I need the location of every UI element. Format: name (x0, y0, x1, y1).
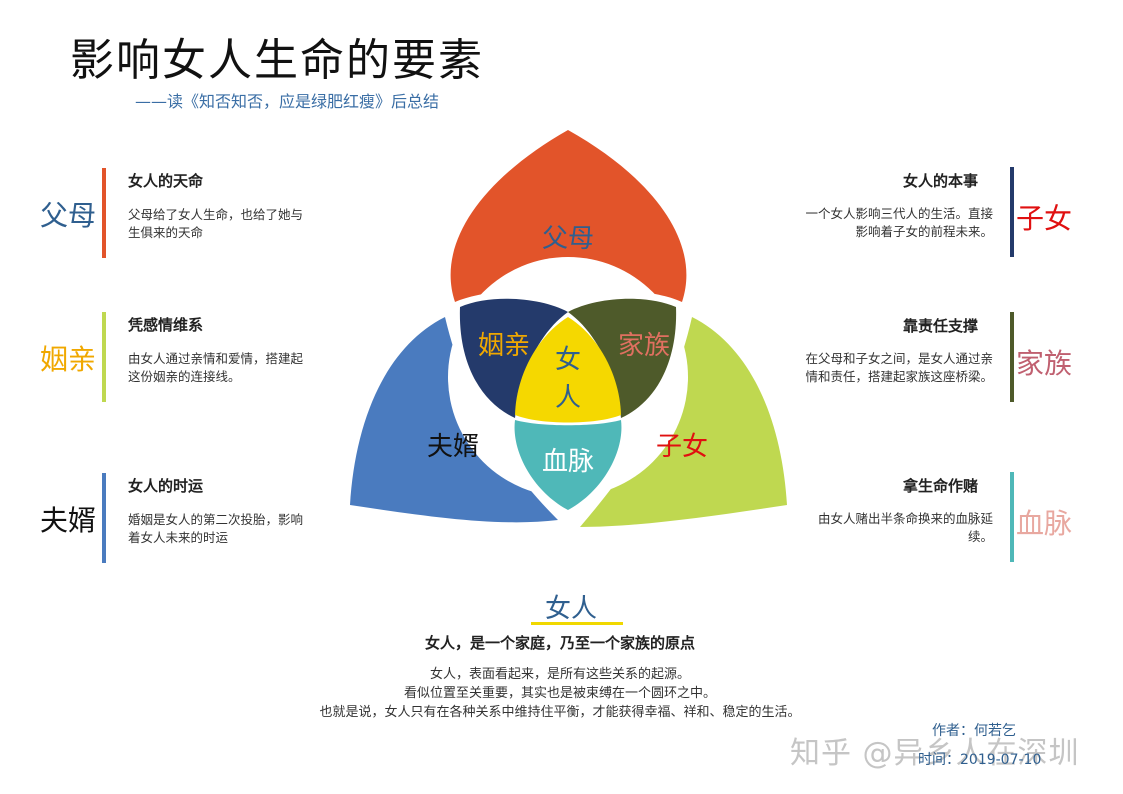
item-description: 在父母和子女之间，是女人通过亲情和责任，搭建起家族这座桥梁。 (805, 351, 993, 384)
item-big-label: 父母 (39, 199, 96, 232)
item-big-label: 家族 (1016, 347, 1073, 380)
right-item-children: 子女 女人的本事 一个女人影响三代人的生活。直接影响着子女的前程未来。 (798, 167, 1098, 259)
label-top: 父母 (542, 224, 594, 254)
center-subtitle: 女人，是一个家庭，乃至一个家族的原点 (424, 634, 695, 652)
date: 时间：2019-07-10 (918, 752, 1042, 768)
accent-bar (102, 473, 106, 563)
item-heading: 拿生命作赌 (902, 477, 978, 495)
right-item-family: 家族 靠责任支撑 在父母和子女之间，是女人通过亲情和责任，搭建起家族这座桥梁。 (798, 312, 1098, 404)
label-left: 夫婿 (427, 432, 479, 462)
accent-bar (1010, 312, 1014, 402)
item-heading: 凭感情维系 (128, 316, 204, 334)
label-right: 子女 (656, 432, 708, 462)
body-line: 也就是说，女人只有在各种关系中维持住平衡，才能获得幸福、祥和、稳定的生活。 (319, 705, 801, 720)
label-upper-left: 姻亲 (478, 331, 530, 361)
item-description: 一个女人影响三代人的生活。直接影响着子女的前程未来。 (805, 206, 993, 239)
label-center-1: 女 (555, 345, 581, 375)
region-upper-right (568, 298, 677, 418)
item-description: 父母给了女人生命，也给了她与生俱来的天命 (128, 207, 304, 240)
accent-bar (1010, 472, 1014, 562)
item-heading: 靠责任支撑 (902, 317, 978, 335)
label-upper-right: 家族 (618, 331, 670, 361)
left-item-husband: 夫婿 女人的时运 婚姻是女人的第二次投胎，影响着女人未来的时运 (40, 473, 370, 565)
left-item-parents: 父母 女人的天命 父母给了女人生命，也给了她与生俱来的天命 (40, 168, 370, 260)
accent-bar (1010, 167, 1014, 257)
item-heading: 女人的天命 (128, 172, 204, 190)
page-title: 影响女人生命的要素 (70, 35, 484, 86)
page-subtitle: ——读《知否知否，应是绿肥红瘦》后总结 (135, 92, 440, 111)
left-item-in-laws: 姻亲 凭感情维系 由女人通过亲情和爱情，搭建起这份姻亲的连接线。 (40, 312, 370, 404)
item-heading: 女人的时运 (128, 477, 204, 495)
watermark: 知乎 @异乡人在深圳 (790, 736, 1080, 771)
item-description: 婚姻是女人的第二次投胎，影响着女人未来的时运 (128, 512, 304, 545)
item-heading: 女人的本事 (902, 172, 978, 190)
item-big-label: 血脉 (1016, 507, 1073, 540)
item-big-label: 夫婿 (39, 504, 96, 537)
item-description: 由女人赌出半条命换来的血脉延续。 (817, 511, 993, 544)
body-line: 看似位置至关重要，其实也是被束缚在一个圆环之中。 (403, 686, 716, 701)
accent-bar (102, 312, 106, 402)
region-center (515, 317, 621, 423)
petal-top (450, 130, 687, 302)
center-title: 女人 (544, 594, 597, 624)
region-upper-left (459, 298, 568, 418)
item-big-label: 子女 (1016, 202, 1073, 235)
accent-bar (102, 168, 106, 258)
author: 作者：何若乞 (932, 723, 1016, 739)
right-item-bloodline: 血脉 拿生命作赌 由女人赌出半条命换来的血脉延续。 (798, 472, 1098, 564)
region-bottom (514, 420, 622, 510)
item-big-label: 姻亲 (39, 343, 96, 376)
label-bottom: 血脉 (542, 447, 594, 477)
label-center-2: 人 (555, 383, 581, 413)
item-description: 由女人通过亲情和爱情，搭建起这份姻亲的连接线。 (128, 351, 304, 384)
center-title-underline (531, 622, 623, 625)
body-line: 女人，表面看起来，是所有这些关系的起源。 (429, 667, 690, 682)
venn-diagram: 父母 夫婿 子女 姻亲 家族 血脉 女 人 (350, 130, 787, 527)
center-body: 女人，表面看起来，是所有这些关系的起源。 看似位置至关重要，其实也是被束缚在一个… (260, 665, 860, 722)
